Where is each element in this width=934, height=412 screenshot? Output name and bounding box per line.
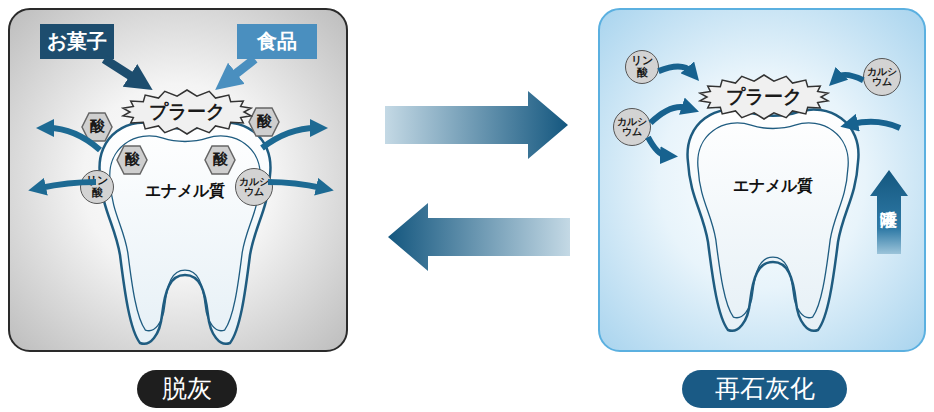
acid-hexagon: 酸 — [205, 146, 235, 174]
plaque-burst: プラーク — [122, 90, 252, 134]
tooth-outline — [678, 102, 868, 332]
panel-caption: 脱灰 — [137, 370, 237, 408]
remineralization-panel: 再石灰化リン 酸カルシ ウムカルシ ウムプラークエナメル質唾液 — [598, 8, 926, 352]
process-arrow — [388, 203, 570, 271]
mineral-inflow-arrow — [852, 122, 900, 128]
demineralization-panel: 脱灰お菓子食品プラーク酸酸酸酸エナメル質リン 酸カルシ ウム — [8, 8, 348, 352]
plaque-burst: プラーク — [699, 75, 829, 119]
mineral-outflow-arrow — [48, 128, 100, 150]
mineral-circle: リン 酸 — [80, 170, 114, 204]
node-label: 酸 — [213, 152, 228, 168]
mineral-outflow-arrow — [262, 128, 316, 148]
tooth-dentin-outline — [698, 123, 848, 318]
mineral-circle: リン 酸 — [625, 50, 659, 84]
flow-arrow — [229, 59, 254, 79]
hexagon-outline — [249, 108, 279, 136]
mineral-outflow-arrow — [40, 182, 96, 188]
node-label: リン 酸 — [81, 175, 113, 198]
mineral-circle: カルシ ウム — [863, 58, 901, 96]
node-label: カルシ ウム — [614, 117, 650, 138]
up-arrow-shape — [870, 170, 908, 254]
tooth-shape: エナメル質 — [90, 115, 280, 345]
acid-hexagon: 酸 — [82, 113, 112, 141]
node-label: プラーク — [726, 87, 802, 107]
process-arrow — [385, 91, 568, 159]
node-label: 食品 — [257, 31, 297, 52]
node-label: 酸 — [257, 114, 272, 130]
node-label: お菓子 — [47, 31, 107, 52]
mineral-outflow-arrow — [268, 182, 322, 188]
panel-caption: 再石灰化 — [682, 370, 847, 408]
acid-hexagon: 酸 — [117, 146, 147, 174]
flow-arrow — [651, 107, 688, 123]
hexagon-outline — [205, 146, 235, 174]
node-label: エナメル質 — [145, 183, 225, 200]
acid-hexagon: 酸 — [249, 108, 279, 136]
mineral-circle: カルシ ウム — [613, 108, 651, 146]
up-outline — [870, 170, 908, 254]
node-label: 酸 — [125, 152, 140, 168]
node-label: カルシ ウム — [236, 177, 272, 198]
tooth-enamel-outline — [688, 109, 859, 330]
flow-arrow — [104, 59, 137, 80]
tooth-outline — [90, 115, 280, 345]
flow-arrow — [659, 66, 692, 71]
node-label: エナメル質 — [733, 178, 813, 195]
saliva-arrow: 唾液 — [870, 170, 908, 254]
node-label: 酸 — [90, 119, 105, 135]
tooth-enamel-outline — [100, 122, 271, 343]
flow-arrow — [648, 137, 666, 156]
node-label: プラーク — [149, 102, 225, 122]
mineral-circle: カルシ ウム — [235, 168, 273, 206]
node-label: リン 酸 — [626, 55, 658, 78]
flow-arrow — [838, 75, 864, 80]
source-box: お菓子 — [40, 24, 114, 59]
hexagon-outline — [82, 113, 112, 141]
hexagon-outline — [117, 146, 147, 174]
source-box: 食品 — [237, 24, 317, 59]
tooth-dentin-outline — [110, 136, 260, 331]
node-label: カルシ ウム — [864, 67, 900, 88]
tooth-shape: エナメル質 — [678, 102, 868, 332]
